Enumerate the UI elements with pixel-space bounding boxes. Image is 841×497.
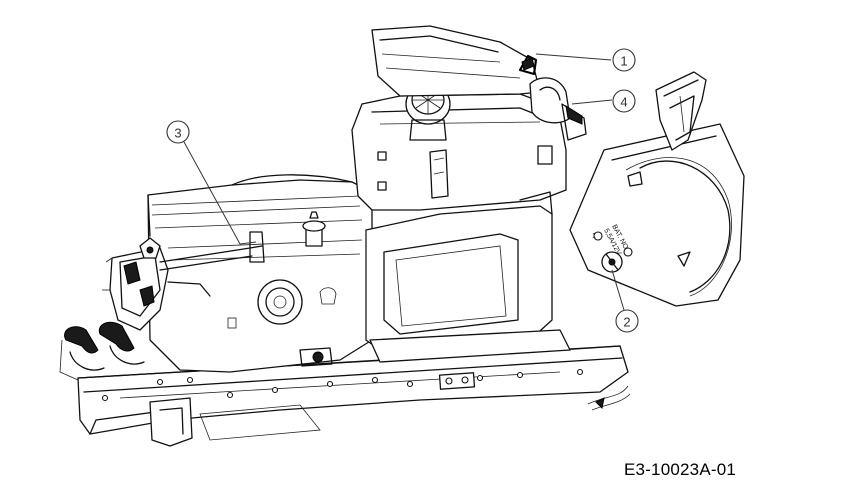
plate-position-mark: 1	[592, 233, 596, 240]
callout-1: 1	[612, 48, 636, 72]
callout-3-number: 3	[174, 126, 181, 141]
callout-3: 3	[166, 120, 190, 144]
callout-4-number: 4	[620, 95, 627, 110]
engine-block	[147, 174, 373, 373]
switch-plate-detail: BAT. NO 5,5A/12V 1	[569, 71, 745, 307]
fuel-tank	[351, 83, 567, 211]
rear-edge-detail	[587, 385, 631, 411]
front-hooks	[59, 321, 145, 381]
tank-shroud	[371, 25, 587, 141]
callout-2-number: 2	[623, 315, 630, 330]
chassis-frame	[77, 345, 629, 447]
leader-lines	[183, 53, 625, 311]
carburetor-assembly	[102, 237, 263, 331]
battery-housing	[365, 191, 571, 363]
callout-2: 2	[615, 309, 639, 333]
callout-4: 4	[612, 89, 636, 113]
callout-1-number: 1	[620, 54, 627, 69]
drawing-code-label: E3-10023A-01	[624, 460, 737, 479]
